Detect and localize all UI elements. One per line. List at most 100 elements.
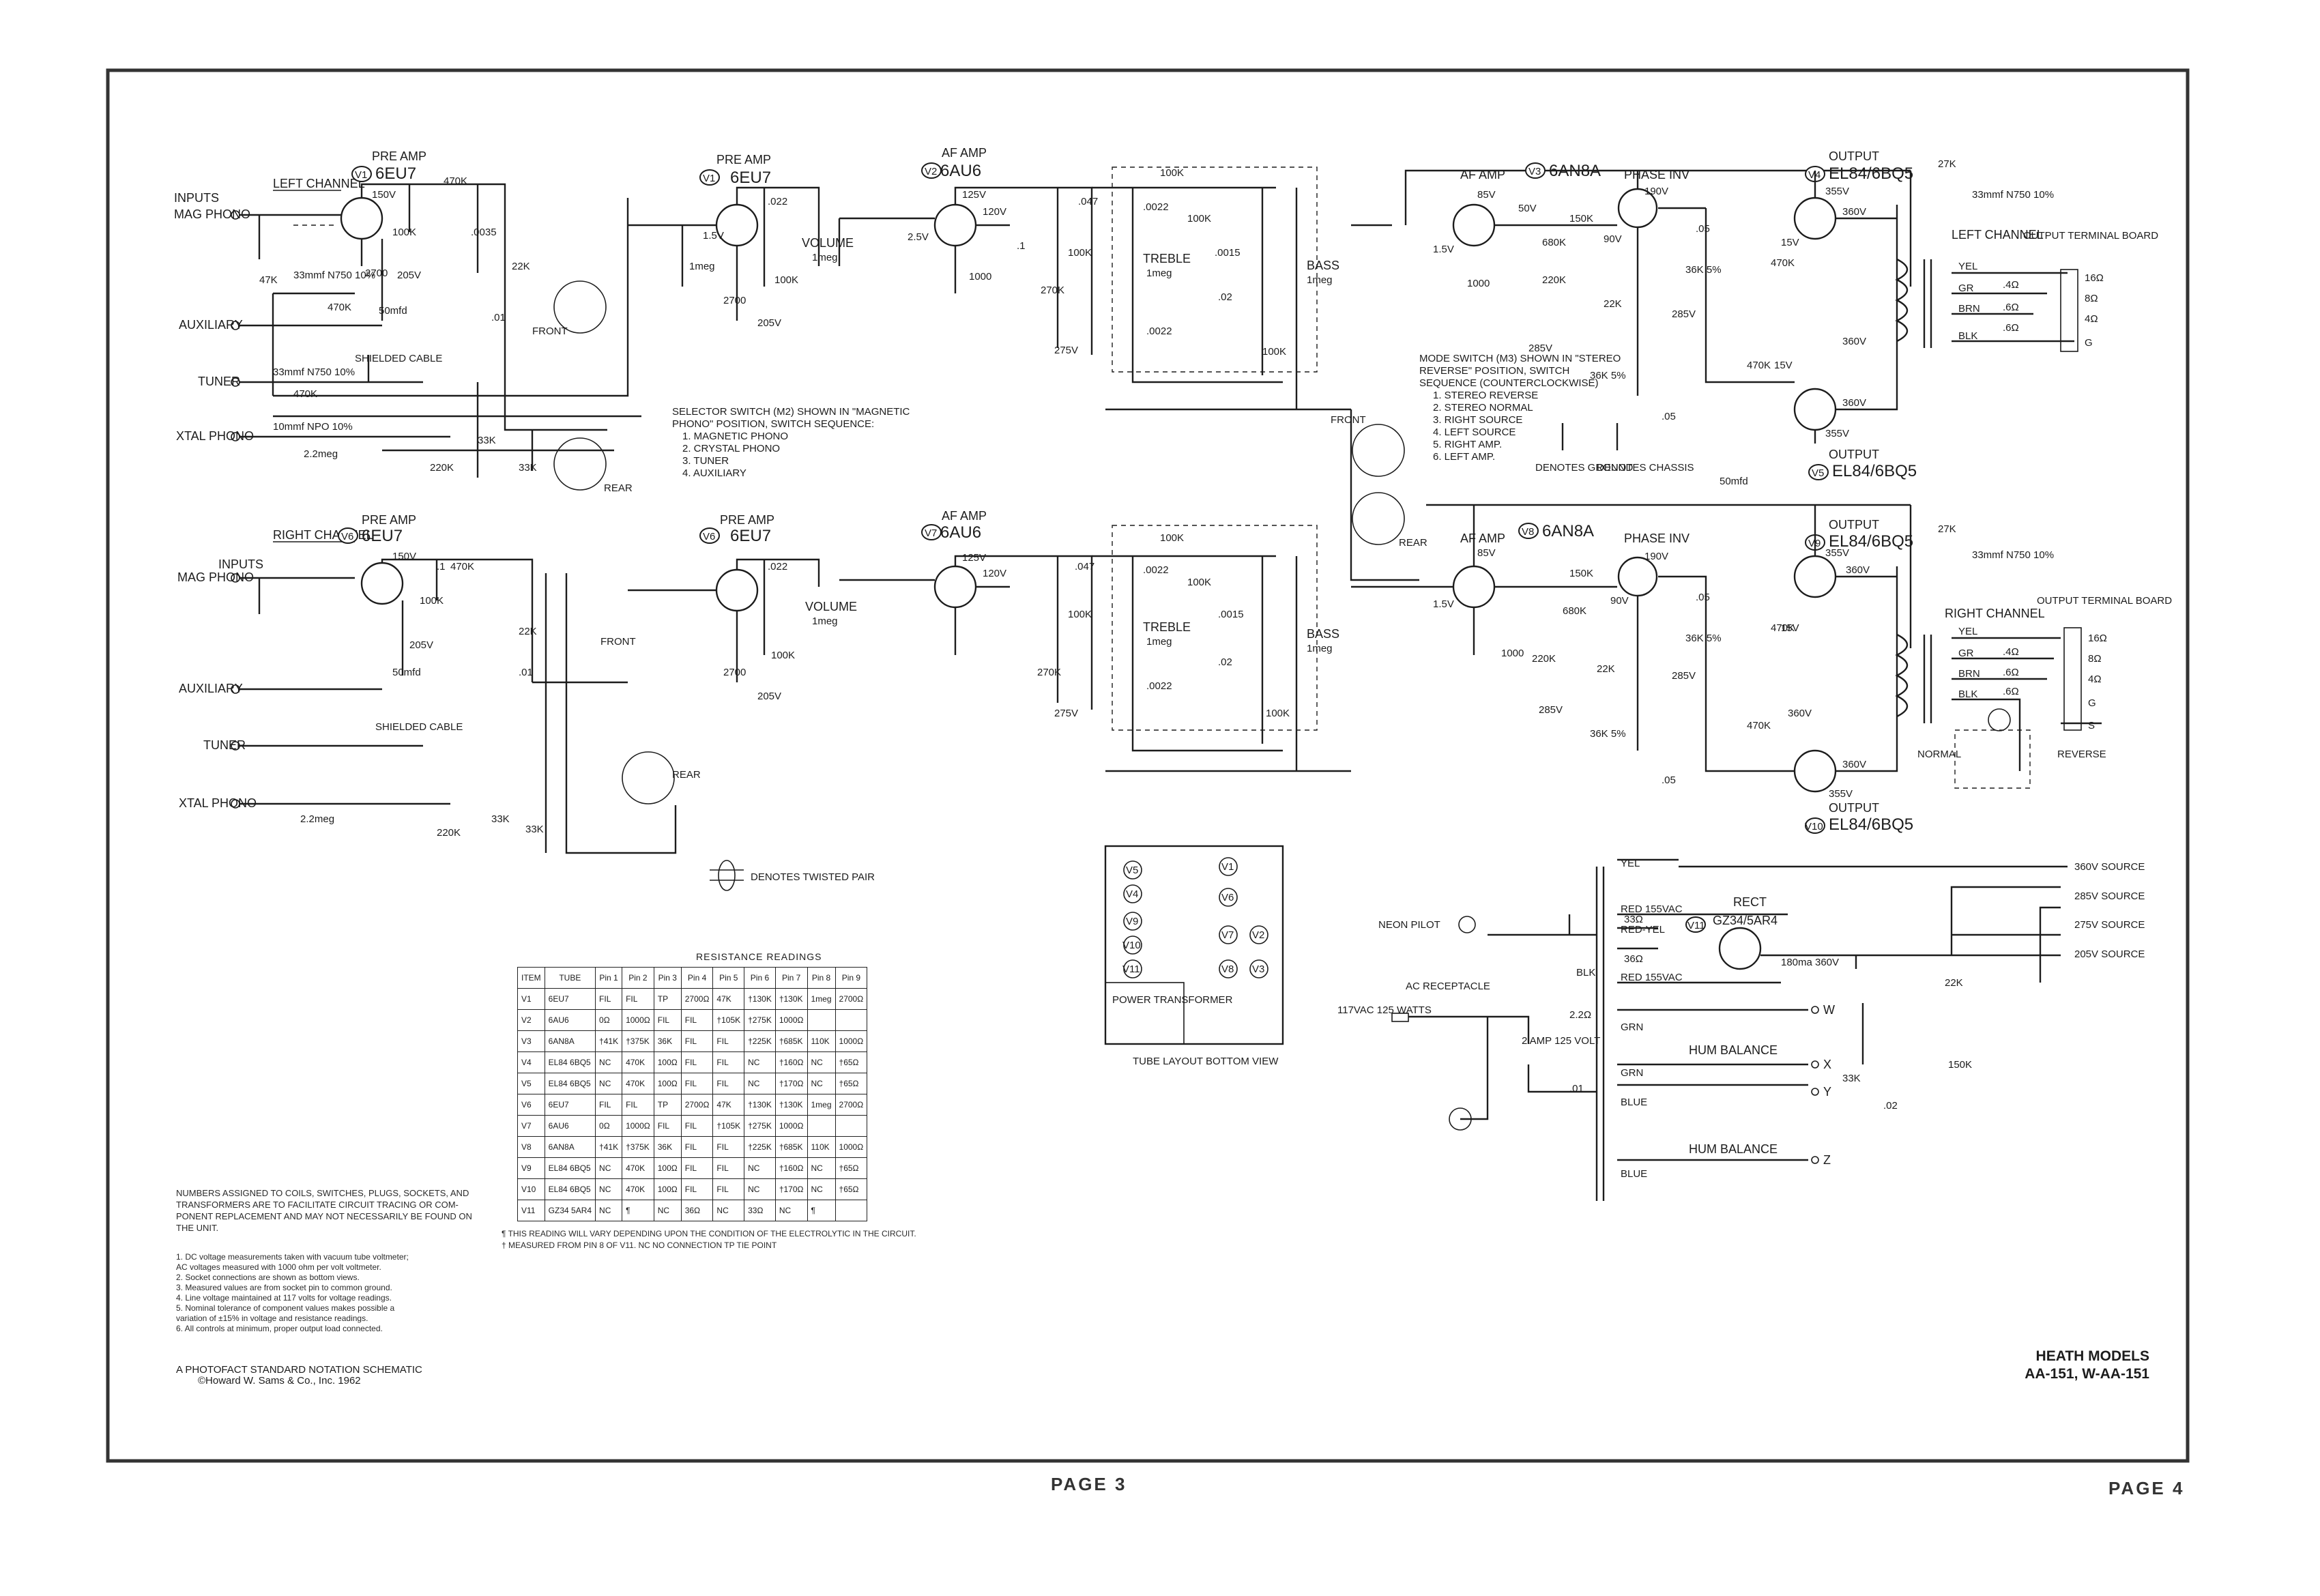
svg-text:S: S [2088,720,2095,731]
svg-text:.05: .05 [1696,592,1710,603]
svg-text:.0022: .0022 [1146,680,1172,692]
svg-text:15V: 15V [1774,360,1793,371]
svg-text:V2: V2 [1252,929,1264,941]
svg-text:36K 5%: 36K 5% [1685,633,1722,644]
svg-text:YEL: YEL [1958,626,1977,637]
resistance-cell: †275K [744,1115,776,1137]
resistance-cell: V10 [517,1178,545,1200]
resistance-cell: NC [807,1073,836,1094]
svg-text:100K: 100K [1187,577,1211,588]
svg-text:AF AMP: AF AMP [942,509,987,523]
svg-text:SELECTOR SWITCH (M2) SHOWN IN: SELECTOR SWITCH (M2) SHOWN IN "MAGNETIC [672,406,910,418]
resistance-cell: FIL [680,1115,714,1137]
svg-text:V2: V2 [925,166,937,177]
resistance-cell: †130K [744,1094,776,1116]
resistance-cell: FIL [712,1051,745,1073]
resistance-cell: NC [595,1200,623,1221]
tube-v9 [1793,555,1837,598]
resistance-cell: FIL [680,1136,714,1158]
resistance-cell: FIL [622,988,654,1010]
resistance-cell: FIL [712,1178,745,1200]
svg-text:33K: 33K [491,813,510,825]
svg-text:27K: 27K [1938,523,1956,535]
r-preamp2-tube: 6EU7 [730,527,771,545]
r-preamp1-tube: 6EU7 [362,527,403,545]
svg-text:100K: 100K [1068,247,1092,259]
svg-text:.6Ω: .6Ω [2003,667,2019,678]
tube-v10 [1793,749,1837,793]
resistance-cell: 110K [807,1136,836,1158]
tube-v11 [1718,927,1762,970]
out-tube-v9: EL84/6BQ5 [1829,532,1913,551]
resistance-cell: 47K [712,1094,745,1116]
resistance-cell: 470K [622,1073,654,1094]
resistance-cell: NC [744,1178,776,1200]
power-amp-left: FRONT REAR MODE SWITCH (M3) SHOWN IN "ST… [1331,149,2158,581]
svg-text:V6: V6 [703,531,715,542]
resistance-cell: NC [744,1073,776,1094]
resistance-cell: 6AN8A [544,1030,596,1052]
resistance-cell: †105K [712,1009,745,1031]
resistance-cell [835,1115,868,1137]
resistance-cell: †41K [595,1030,623,1052]
resistance-cell: NC [712,1200,745,1221]
svg-text:360V: 360V [1842,336,1866,347]
svg-text:YEL: YEL [1621,858,1640,869]
svg-text:205V: 205V [397,270,421,281]
svg-text:.1: .1 [1017,240,1026,252]
svg-text:1meg: 1meg [812,615,838,627]
svg-text:27K: 27K [1938,158,1956,170]
resistance-cell: †685K [774,1030,808,1052]
right-channel-section: RIGHT CHANNEL INPUTS MAG PHONO AUXILIARY… [177,509,1351,854]
sheet-border [106,68,2190,1463]
svg-text:V7: V7 [925,527,937,539]
left-channel-section: LEFT CHANNEL INPUTS MAG PHONO AUXILIARY … [174,146,1351,494]
svg-text:.0022: .0022 [1143,201,1169,213]
svg-text:1meg: 1meg [812,252,838,263]
svg-text:.05: .05 [1662,411,1676,422]
svg-text:RED-YEL: RED-YEL [1621,924,1665,935]
mode-switch-front[interactable] [1352,424,1405,477]
preamp1-label: PRE AMP [372,149,426,163]
svg-text:100K: 100K [771,650,795,661]
resistance-cell: †685K [774,1136,808,1158]
resistance-cell: 1meg [807,1094,836,1116]
svg-text:.01: .01 [491,312,506,323]
tube-v1a [340,197,383,240]
svg-text:V3: V3 [1252,963,1264,975]
svg-text:RED 155VAC: RED 155VAC [1621,903,1683,915]
power-switch-m5[interactable] [1449,1107,1472,1131]
svg-text:33mmf N750 10%: 33mmf N750 10% [293,270,375,281]
svg-text:V6: V6 [341,531,353,542]
right-output-terminal-board [2063,627,2082,731]
svg-text:275V SOURCE: 275V SOURCE [2074,919,2145,931]
svg-text:360V: 360V [1846,564,1870,576]
svg-text:V8: V8 [1522,526,1534,538]
mode-switch-rear[interactable] [1352,492,1405,545]
svg-text:Z: Z [1823,1153,1831,1167]
selector-switch-front[interactable] [553,280,607,334]
svg-text:V7: V7 [1221,929,1234,941]
resistance-cell [807,1009,836,1031]
reverse-switch-m4[interactable] [1988,708,2011,731]
svg-text:.02: .02 [1218,656,1232,668]
resistance-cell: 36K [653,1136,682,1158]
svg-text:33mmf N750 10%: 33mmf N750 10% [1972,549,2054,561]
footer-line2: ©Howard W. Sams & Co., Inc. 1962 [198,1375,361,1387]
out-tube-v5: EL84/6BQ5 [1832,462,1917,480]
resistance-cell: †225K [744,1030,776,1052]
bass-left-label: BASS [1307,259,1339,272]
input-auxiliary: AUXILIARY [179,318,243,332]
svg-text:PRE AMP: PRE AMP [362,513,416,527]
selector-switch-rear[interactable] [553,437,607,491]
tube-v8b [1617,556,1658,597]
svg-text:4Ω: 4Ω [2085,313,2098,325]
svg-text:.4Ω: .4Ω [2003,646,2019,658]
r-selector-switch-rear[interactable] [622,751,675,804]
resistance-cell: †130K [774,988,808,1010]
